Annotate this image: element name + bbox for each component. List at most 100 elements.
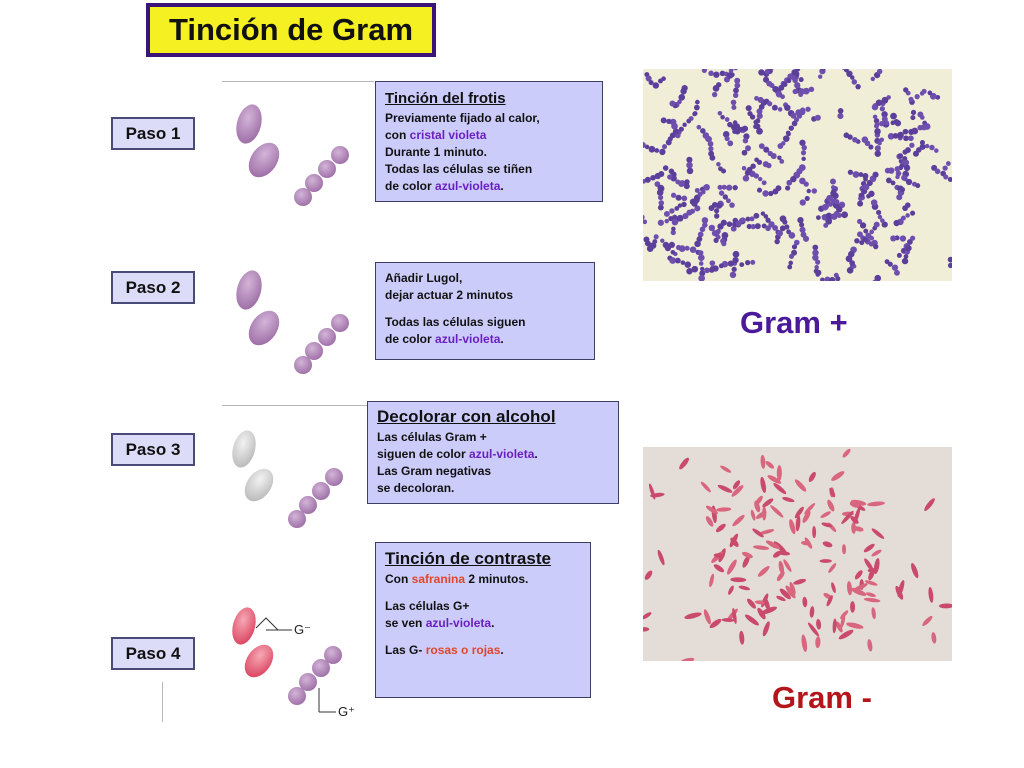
stained-coccus — [858, 192, 864, 198]
stained-coccus — [708, 224, 716, 232]
stained-bacillus — [705, 505, 718, 515]
stained-coccus — [942, 165, 948, 171]
stained-coccus — [658, 78, 663, 84]
stained-coccus — [756, 159, 763, 165]
stained-bacillus — [750, 509, 756, 521]
coccus-cell — [312, 482, 330, 500]
stained-coccus — [746, 166, 753, 173]
stained-bacillus — [705, 516, 714, 527]
stained-coccus — [694, 240, 701, 248]
text-segment: Todas las células se tiñen — [385, 162, 533, 176]
stained-coccus — [693, 104, 700, 111]
stained-coccus — [910, 109, 917, 116]
stained-coccus — [703, 184, 709, 190]
stained-coccus — [664, 218, 669, 224]
stained-coccus — [683, 183, 690, 190]
stained-coccus — [758, 143, 765, 150]
stained-coccus — [846, 70, 853, 77]
stained-bacillus — [754, 500, 761, 513]
stained-coccus — [780, 141, 786, 146]
stained-coccus — [704, 267, 710, 274]
stained-coccus — [905, 178, 913, 186]
text-segment: 2 minutos. — [465, 572, 529, 586]
stained-coccus — [742, 175, 750, 182]
stained-coccus — [753, 212, 760, 219]
text-segment: se decoloran. — [377, 481, 455, 495]
stained-bacillus — [840, 610, 849, 620]
stained-coccus — [721, 168, 727, 174]
stained-coccus — [654, 148, 660, 153]
stained-bacillus — [713, 564, 725, 573]
stained-coccus — [669, 118, 677, 126]
stained-coccus — [699, 270, 706, 277]
stained-coccus — [681, 201, 687, 208]
stained-coccus — [682, 213, 689, 220]
stained-coccus — [887, 133, 895, 140]
stained-coccus — [678, 245, 686, 253]
stained-coccus — [694, 205, 701, 212]
stained-coccus — [802, 235, 810, 242]
stained-coccus — [893, 118, 900, 125]
stained-bacillus — [850, 601, 856, 613]
stained-bacillus — [804, 537, 813, 549]
stained-coccus — [648, 145, 656, 153]
stained-coccus — [800, 150, 807, 156]
stained-coccus — [772, 85, 779, 93]
stained-bacillus — [727, 559, 737, 575]
stained-coccus — [892, 132, 899, 139]
coccus-cell — [299, 673, 317, 691]
stained-coccus — [678, 126, 684, 132]
stained-coccus — [779, 159, 785, 164]
stained-bacillus — [821, 522, 833, 528]
coccus-cell — [288, 510, 306, 528]
stained-coccus — [749, 216, 755, 222]
description-line: Con safranina 2 minutos. — [385, 571, 581, 588]
stained-coccus — [720, 114, 725, 120]
stained-coccus — [712, 85, 720, 92]
stained-bacillus — [760, 454, 766, 469]
stained-coccus — [792, 88, 798, 95]
stained-bacillus — [922, 615, 933, 626]
stained-coccus — [907, 135, 914, 142]
stained-bacillus — [779, 588, 791, 600]
stained-coccus — [674, 206, 680, 211]
stained-bacillus — [831, 471, 845, 481]
stained-coccus — [670, 249, 676, 255]
stained-coccus — [786, 78, 792, 84]
stained-coccus — [873, 118, 880, 124]
stained-coccus — [696, 124, 702, 130]
stained-coccus — [843, 132, 850, 139]
stained-bacillus — [759, 529, 775, 535]
stained-coccus — [910, 235, 916, 241]
stained-coccus — [859, 240, 865, 246]
stained-coccus — [890, 112, 897, 120]
coccus-cell — [312, 659, 330, 677]
step-4-label: Paso 4 — [111, 637, 195, 670]
stained-coccus — [657, 194, 664, 201]
stained-coccus — [812, 249, 819, 256]
stained-bacillus — [871, 549, 882, 557]
stained-bacillus — [765, 461, 775, 469]
stained-coccus — [658, 170, 665, 177]
stained-coccus — [919, 143, 926, 150]
stained-bacillus — [924, 498, 935, 511]
stained-coccus — [903, 135, 909, 142]
stained-bacillus — [831, 582, 836, 593]
stained-coccus — [729, 202, 735, 208]
stained-bacillus — [732, 514, 745, 527]
stained-coccus — [698, 274, 706, 281]
stained-bacillus — [863, 543, 875, 553]
coccus-cell — [318, 160, 336, 178]
stained-coccus — [915, 183, 921, 189]
stained-coccus — [652, 82, 660, 89]
stained-coccus — [681, 195, 688, 202]
stained-coccus — [854, 238, 860, 244]
stained-coccus — [691, 200, 698, 207]
stained-coccus — [663, 210, 670, 217]
stained-bacillus — [679, 457, 689, 470]
stained-bacillus — [841, 510, 854, 524]
stained-bacillus — [807, 622, 819, 637]
stained-coccus — [702, 222, 708, 228]
stained-bacillus — [777, 550, 791, 556]
stained-coccus — [757, 96, 764, 103]
